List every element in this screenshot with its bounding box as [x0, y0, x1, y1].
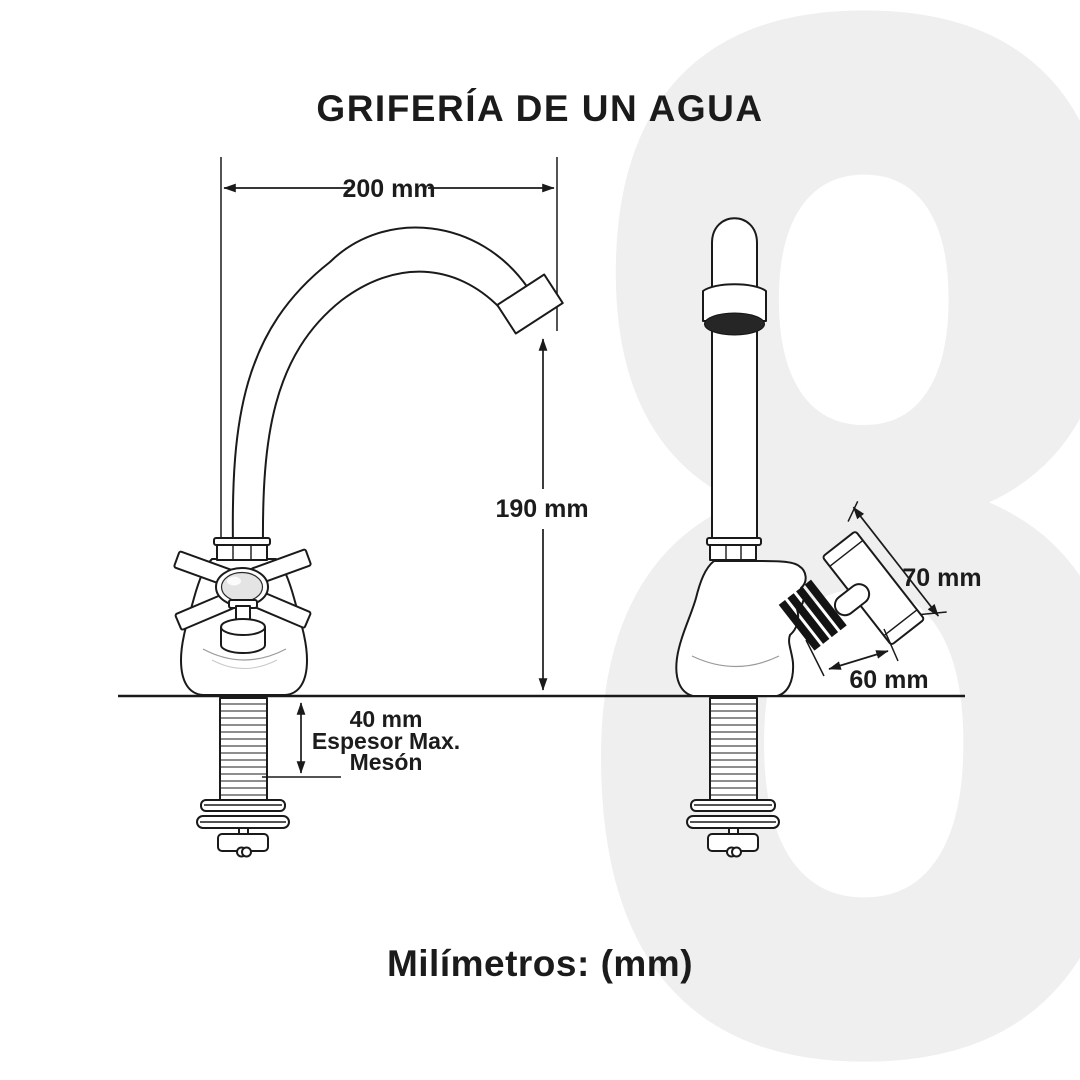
front-view: 200 mm 190 mm — [173, 157, 589, 696]
handle-ribs — [778, 579, 847, 651]
counter-thickness-line2: Espesor Max. — [312, 728, 460, 754]
bonnet-nut-side — [706, 537, 762, 561]
dim-handle-length-line — [847, 501, 947, 617]
spout-outlet — [704, 312, 765, 336]
bonnet-nut-front — [213, 537, 271, 561]
handle-hub-highlight — [227, 576, 241, 586]
mounting-shank-side — [686, 697, 780, 858]
dim-handle-length-label: 70 mm — [902, 564, 981, 592]
cross-handle — [173, 548, 312, 631]
shank-threads-front — [221, 703, 266, 796]
counter-thickness-value: 40 mm — [350, 706, 423, 732]
body-contour-line-side — [691, 655, 780, 668]
handle-side — [778, 501, 947, 651]
shank-threads-side — [711, 703, 756, 796]
spout-tube-side — [711, 217, 758, 541]
dim-spout-height-label: 190 mm — [495, 495, 588, 523]
unit-note: Milímetros: (mm) — [386, 943, 694, 984]
counter-thickness-line3: Mesón — [350, 749, 423, 775]
side-view: 70 mm 60 mm — [675, 217, 982, 858]
dim-spout-reach: 200 mm — [223, 175, 555, 203]
washers-side — [686, 799, 780, 829]
dim-counter-thickness: 40 mm Espesor Max. Mesón — [262, 702, 460, 778]
page-title: GRIFERÍA DE UN AGUA — [316, 88, 764, 129]
body-contour-line — [202, 648, 287, 661]
handle-hub-dome — [220, 571, 264, 603]
washers-front — [196, 799, 290, 829]
dim-spout-reach-label: 200 mm — [342, 175, 435, 203]
body-contour-line-2 — [211, 659, 278, 669]
handle-stem-front — [220, 599, 266, 654]
spout — [231, 226, 529, 548]
dim-spout-height: 190 mm — [495, 338, 589, 691]
mounting-shank-front — [196, 697, 290, 858]
dim-handle-depth-label: 60 mm — [849, 666, 928, 694]
watermark-8: 8 — [545, 0, 1080, 1080]
dim-handle-depth: 60 mm — [805, 628, 929, 694]
aerator-front — [496, 273, 564, 335]
aerator-side — [702, 283, 767, 336]
